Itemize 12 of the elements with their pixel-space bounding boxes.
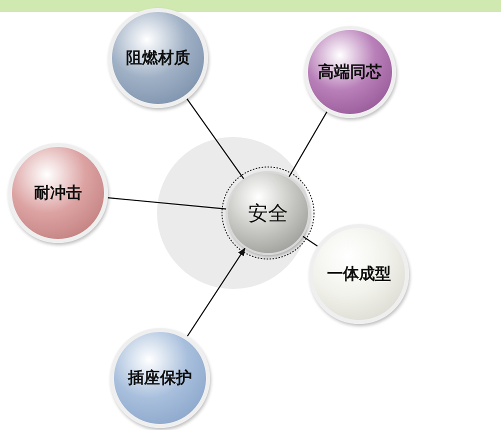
connector-line bbox=[302, 236, 318, 247]
node-label: 高端同芯 bbox=[318, 62, 382, 82]
node-label: 耐冲击 bbox=[34, 182, 82, 204]
sphere-node bbox=[309, 224, 409, 324]
node-label: 插座保护 bbox=[128, 368, 192, 388]
arrow bbox=[186, 247, 246, 336]
node-label: 一体成型 bbox=[327, 264, 391, 284]
node-label: 安全 bbox=[248, 200, 288, 226]
connector-line bbox=[108, 197, 226, 210]
connector-line bbox=[186, 98, 244, 180]
connector-line bbox=[288, 111, 328, 177]
node-label: 阻燃材质 bbox=[126, 48, 190, 68]
